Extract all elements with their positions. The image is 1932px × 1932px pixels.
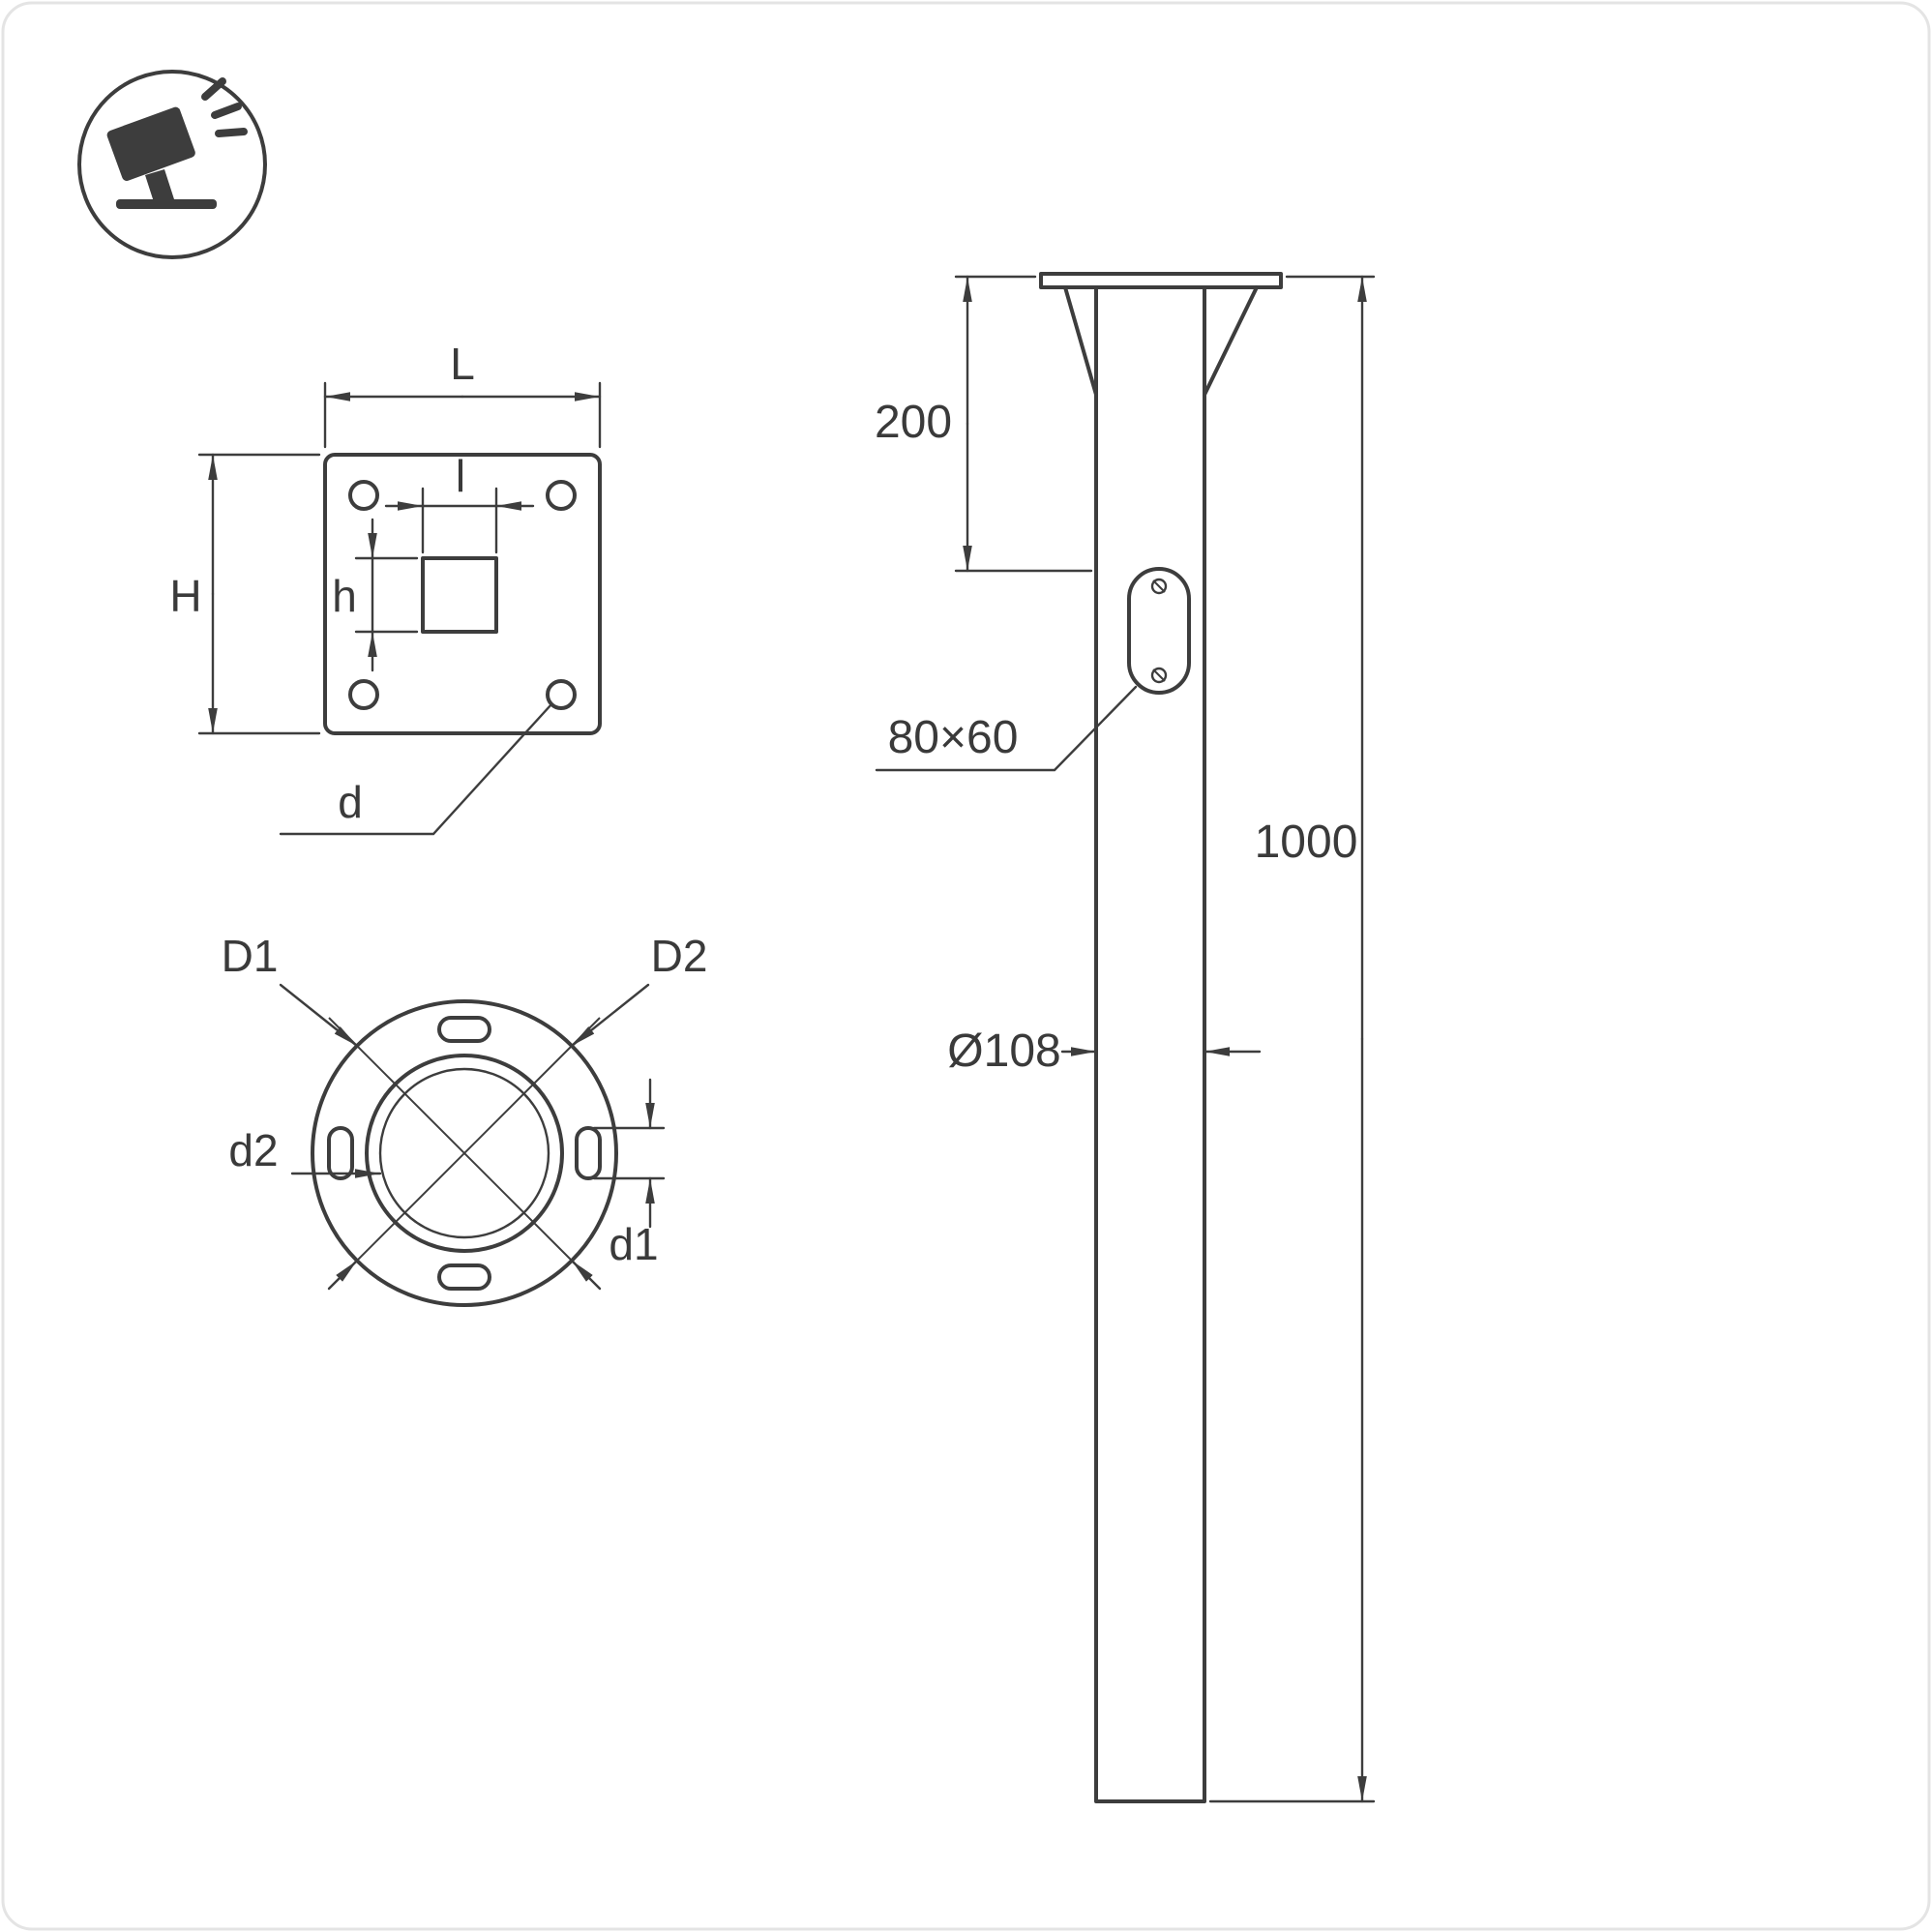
dim-label-D1: D1 bbox=[222, 931, 279, 981]
floodlight-stand bbox=[145, 169, 174, 205]
slot-hole-top bbox=[437, 1016, 491, 1043]
floodlight-body bbox=[106, 106, 195, 181]
floodlight-icon bbox=[77, 70, 267, 259]
dim-label-l: l bbox=[456, 451, 465, 501]
gusset-line bbox=[1063, 285, 1098, 397]
flange-bottom-view: D1 D2 d2 d1 bbox=[222, 931, 708, 1307]
gusset-line bbox=[1203, 285, 1259, 397]
diameter-arrow bbox=[327, 1259, 359, 1291]
pipe-inner-circle bbox=[378, 1067, 550, 1239]
dim-label-H: H bbox=[169, 571, 201, 621]
corner-hole bbox=[348, 480, 379, 511]
floodlight-base bbox=[116, 199, 217, 209]
dim-value-200: 200 bbox=[875, 397, 952, 448]
flange-plate bbox=[323, 453, 602, 735]
corner-hole bbox=[546, 679, 577, 710]
icon-circle bbox=[77, 70, 267, 259]
dim-value-diameter: Ø108 bbox=[947, 1025, 1060, 1077]
light-ray bbox=[215, 128, 248, 137]
pipe-outer-circle bbox=[365, 1054, 564, 1253]
screw-icon bbox=[1150, 667, 1168, 684]
center-square-hole bbox=[421, 556, 498, 634]
dim-label-d1: d1 bbox=[609, 1219, 658, 1269]
corner-hole bbox=[546, 480, 577, 511]
diameter-arrow bbox=[570, 1259, 602, 1291]
access-hole bbox=[1127, 567, 1191, 695]
light-ray bbox=[201, 77, 226, 101]
slot-hole-left bbox=[327, 1126, 354, 1180]
flange-top-view: L l H h d bbox=[169, 339, 602, 836]
dim-label-d: d bbox=[338, 777, 363, 827]
pole-body bbox=[1094, 285, 1206, 1803]
dim-label-h: h bbox=[332, 571, 357, 621]
flange-plate-side bbox=[1039, 272, 1283, 289]
pole-side-view: 200 80×60 1000 Ø108 bbox=[875, 272, 1376, 1803]
centerline-diagonal bbox=[328, 1017, 601, 1290]
screw-icon bbox=[1150, 578, 1168, 595]
slot-hole-bottom bbox=[437, 1263, 491, 1291]
corner-hole bbox=[348, 679, 379, 710]
dim-label-d2: d2 bbox=[228, 1125, 278, 1175]
leader-line-D1 bbox=[279, 983, 359, 1048]
leader-line-80x60 bbox=[875, 685, 1138, 772]
leader-line-d bbox=[279, 702, 553, 836]
dim-label-D2: D2 bbox=[651, 931, 708, 981]
flange-outer-circle bbox=[311, 999, 618, 1307]
dim-label-L: L bbox=[450, 339, 475, 389]
dim-value-80x60: 80×60 bbox=[888, 712, 1019, 763]
screw-slot bbox=[1152, 580, 1166, 593]
light-ray bbox=[211, 103, 242, 119]
leader-line-D2 bbox=[570, 983, 650, 1048]
screw-slot bbox=[1152, 669, 1166, 682]
dim-value-1000: 1000 bbox=[1255, 817, 1358, 868]
slot-hole-right bbox=[575, 1126, 602, 1180]
